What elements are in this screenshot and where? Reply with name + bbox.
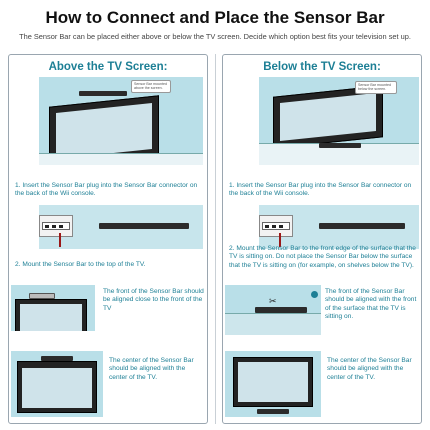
below-tv-room-illustration: Sensor Bar mounted below the screen. [259,77,419,165]
tv-image [15,299,87,331]
console-port [59,225,63,228]
scissors-icon: ✂ [269,296,277,306]
tv-screen [280,92,376,142]
below-mount-illustration: ✂ [225,285,321,335]
tv-image [273,85,383,149]
sensor-cable-image [279,233,281,247]
tv-screen [22,368,92,408]
sensor-bar-image [99,223,189,229]
sensor-cable-image [59,233,61,247]
console-port [279,225,283,228]
below-step-3: The front of the Sensor Bar should be al… [325,288,417,321]
panel-divider [215,54,216,424]
sensor-bar-image [41,356,73,361]
below-step-2: 2. Mount the Sensor Bar to the front edg… [229,245,416,269]
intro-text: The Sensor Bar can be placed either abov… [19,32,411,41]
below-step-1: 1. Insert the Sensor Bar plug into the S… [229,182,412,198]
check-icon [311,291,318,298]
above-step-4: The center of the Sensor Bar should be a… [109,357,194,381]
above-center-illustration [11,351,103,417]
above-tv-panel: Above the TV Screen: Sensor Bar mounted … [8,54,208,424]
sensor-bar-image [79,91,127,96]
console-port [52,225,56,228]
above-step-1: 1. Insert the Sensor Bar plug into the S… [15,182,198,198]
above-mount-illustration [11,285,95,331]
below-tv-heading: Below the TV Screen: [263,61,381,73]
console-port [272,225,276,228]
below-connector-illustration [259,205,419,249]
below-step-4: The center of the Sensor Bar should be a… [327,357,412,381]
tv-screen [20,304,82,331]
wii-console-image [259,215,293,237]
sensor-bar-callout: Sensor Bar mounted below the screen. [355,81,397,94]
tv-image [17,361,97,413]
above-step-3: The front of the Sensor Bar should be al… [103,288,204,312]
tv-image [233,357,313,407]
above-tv-room-illustration: Sensor Bar mounted above the screen. [39,77,203,165]
sensor-bar-image [319,223,405,229]
above-connector-illustration [39,205,203,249]
below-center-illustration [225,351,321,417]
sensor-bar-image [29,293,55,299]
tv-screen [56,102,152,160]
console-port [45,225,49,228]
sensor-bar-callout: Sensor Bar mounted above the screen. [131,80,171,93]
above-step-2: 2. Mount the Sensor Bar to the top of th… [15,261,146,268]
sensor-bar-image [319,143,361,148]
shelf-image [225,313,321,335]
below-tv-panel: Below the TV Screen: Sensor Bar mounted … [222,54,422,424]
tv-screen [238,362,308,402]
page-title: How to Connect and Place the Sensor Bar [45,8,385,27]
wii-console-image [39,215,73,237]
sensor-bar-image [255,307,307,313]
console-ports [42,222,70,230]
sensor-bar-image [257,409,289,414]
console-port [265,225,269,228]
tv-stand-image [39,153,203,165]
above-tv-heading: Above the TV Screen: [48,61,168,73]
console-ports [262,222,290,230]
